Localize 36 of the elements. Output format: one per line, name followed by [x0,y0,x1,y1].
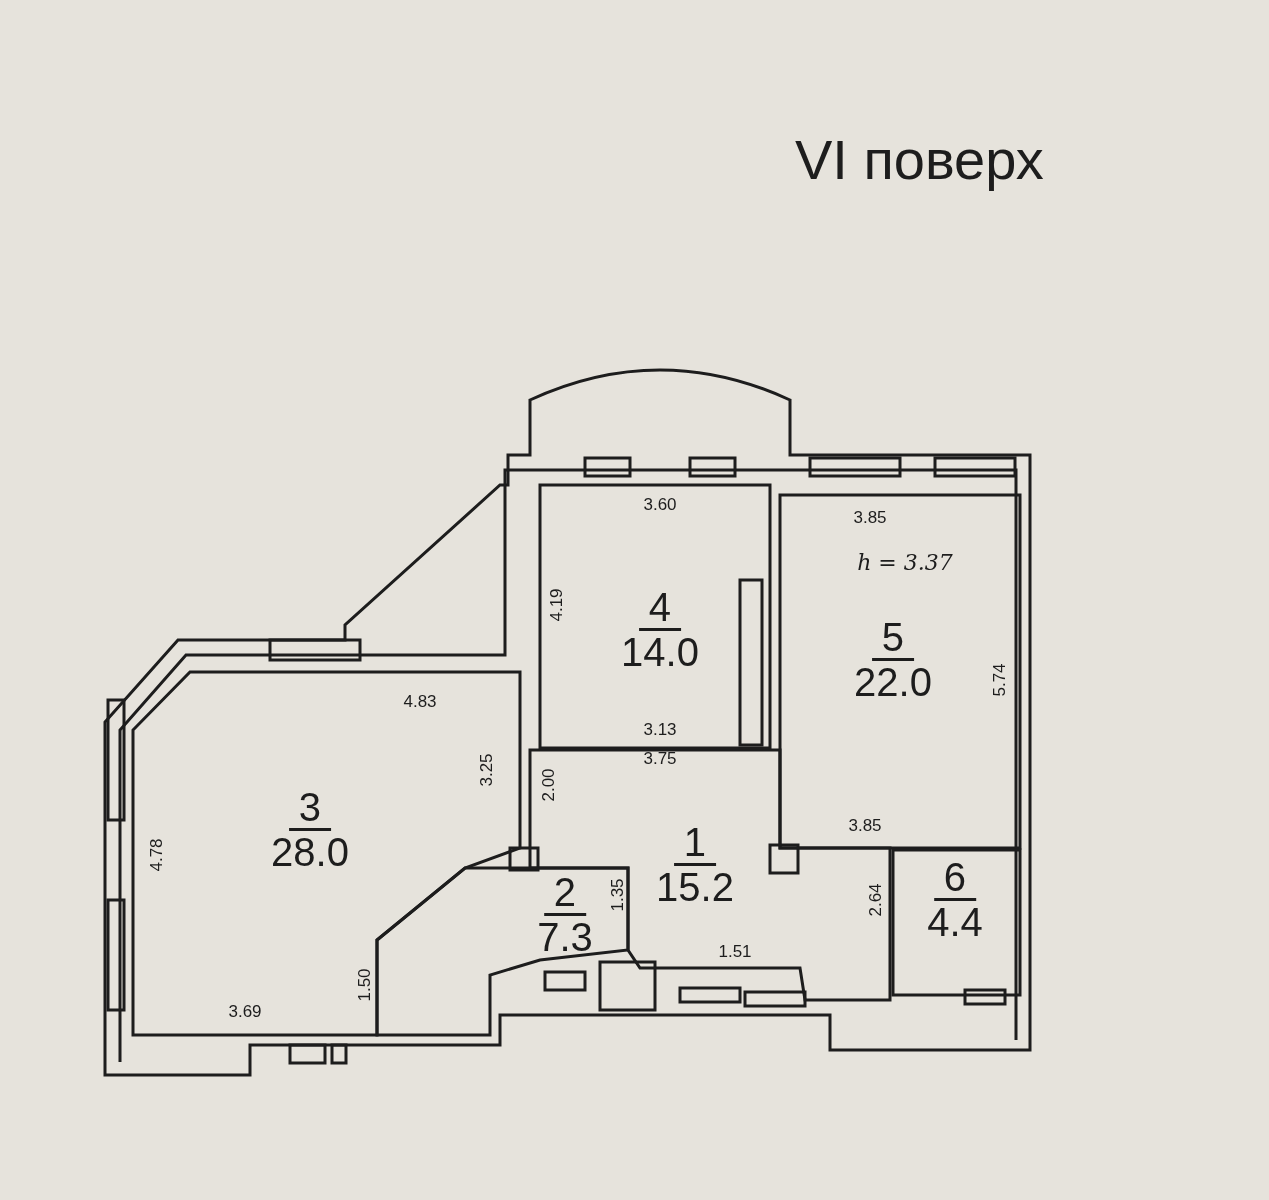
room-area [133,672,520,1035]
room-area-value: 15.2 [656,866,734,908]
room-area [893,850,1020,995]
room-area [780,495,1020,848]
room-number: 3 [288,787,332,831]
room-area [530,750,890,1000]
dimension-label: 1.51 [718,943,752,961]
dimension-label: 4.78 [148,838,166,872]
dimension-label: 5.74 [991,663,1009,697]
room-number: 6 [933,857,977,901]
room-area [377,868,628,1035]
room-area-value: 28.0 [271,831,349,873]
room-area [540,485,770,748]
dimension-label: 2.00 [540,768,558,802]
handwritten-note: h = 3.37 [857,551,953,575]
dimension-label: 3.85 [848,817,882,835]
dimension-label: 2.64 [867,883,885,917]
room-number: 2 [543,872,587,916]
dimension-label: 1.35 [609,878,627,912]
dimension-label: 3.75 [643,750,677,768]
dimension-label: 3.85 [853,509,887,527]
room-area-value: 7.3 [537,916,593,958]
room-number: 5 [871,617,915,661]
dimension-label: 1.50 [356,968,374,1002]
dimension-label: 3.25 [478,753,496,787]
dimension-label: 3.69 [228,1003,262,1021]
dimension-label: 3.13 [643,721,677,739]
room-area-value: 22.0 [854,661,932,703]
room-number: 1 [673,822,717,866]
room-area-value: 4.4 [927,901,983,943]
dimension-label: 4.83 [403,693,437,711]
floor-title: VI поверх [795,128,1044,192]
dimension-label: 3.60 [643,496,677,514]
room-area-value: 14.0 [621,631,699,673]
room-number: 4 [638,587,682,631]
dimension-label: 4.19 [548,588,566,622]
